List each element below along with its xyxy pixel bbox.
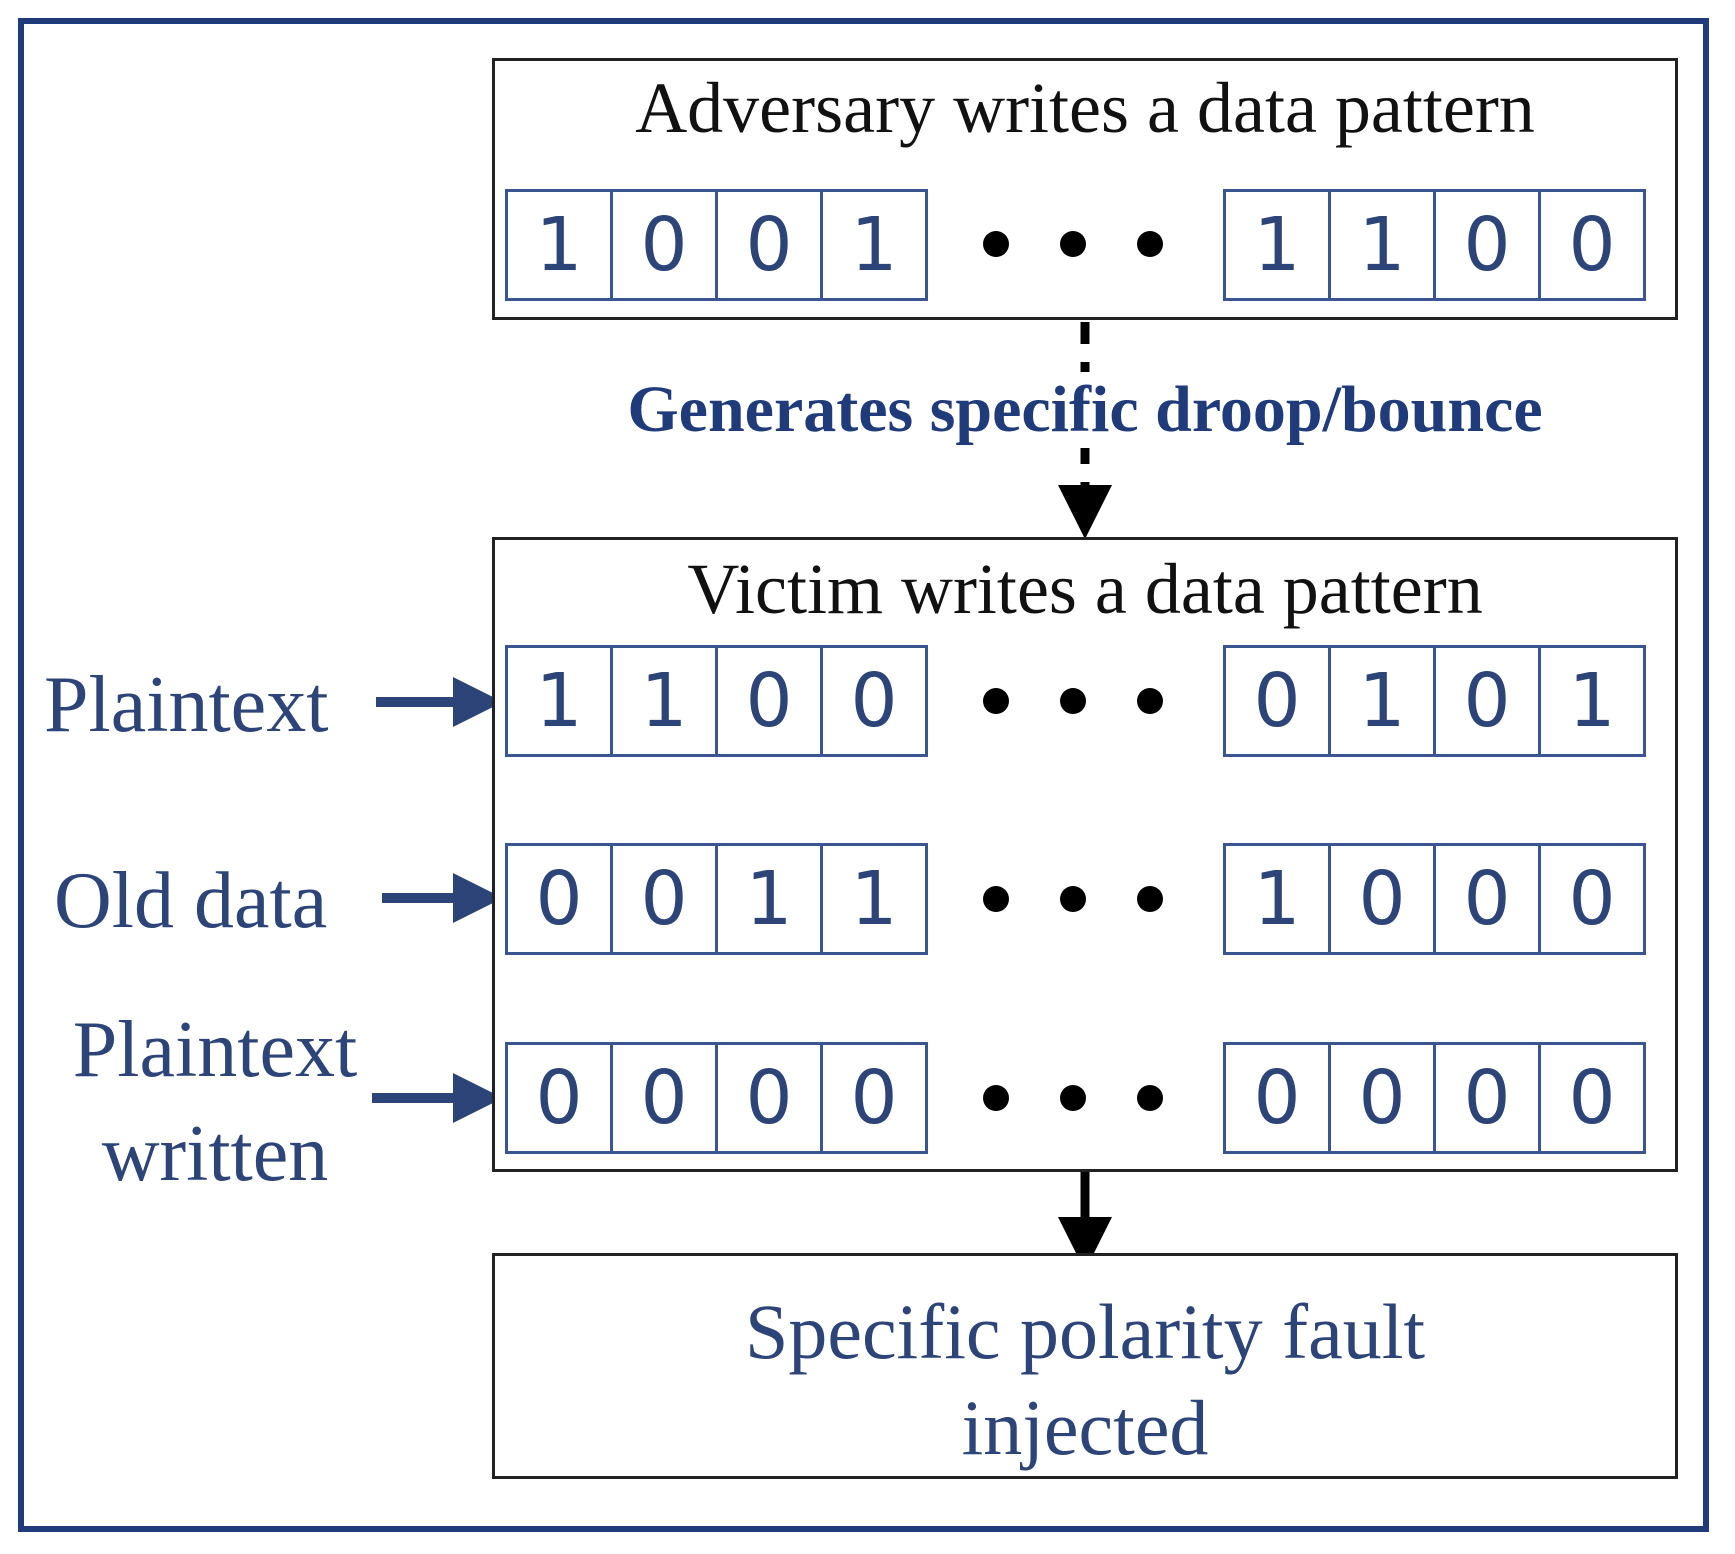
old-data-bit: 1	[820, 843, 928, 955]
adversary-bit: 1	[820, 189, 928, 301]
old-data-ellipsis	[983, 886, 1163, 912]
plaintext-bit: 0	[715, 645, 823, 757]
written-bit: 0	[715, 1042, 823, 1154]
adversary-title: Adversary writes a data pattern	[635, 68, 1535, 148]
old-data-left-cells: 0 0 1 1	[505, 843, 928, 955]
result-line2: injected	[961, 1384, 1209, 1471]
old-data-bit: 1	[715, 843, 823, 955]
adversary-bit: 0	[1538, 189, 1646, 301]
written-bit: 0	[820, 1042, 928, 1154]
result-text: Specific polarity fault injected	[495, 1284, 1675, 1476]
plaintext-written-label: Plaintext written	[50, 998, 380, 1206]
ellipsis-dot	[1137, 1085, 1163, 1111]
old-data-bit: 0	[1433, 843, 1541, 955]
ellipsis-dot	[1060, 1085, 1086, 1111]
written-bit: 0	[1328, 1042, 1436, 1154]
plaintext-ellipsis	[983, 688, 1163, 714]
plaintext-bit: 0	[820, 645, 928, 757]
plaintext-label: Plaintext	[44, 661, 329, 749]
plaintext-bit: 1	[505, 645, 613, 757]
ellipsis-dot	[1137, 886, 1163, 912]
adversary-ellipsis	[983, 231, 1163, 257]
written-left-cells: 0 0 0 0	[505, 1042, 928, 1154]
old-data-label: Old data	[54, 857, 328, 945]
old-data-bit: 0	[610, 843, 718, 955]
ellipsis-dot	[983, 688, 1009, 714]
ellipsis-dot	[983, 886, 1009, 912]
written-right-cells: 0 0 0 0	[1223, 1042, 1646, 1154]
written-bit: 0	[1223, 1042, 1331, 1154]
result-box: Specific polarity fault injected	[492, 1253, 1678, 1479]
old-data-bit: 0	[1328, 843, 1436, 955]
written-bit: 0	[1538, 1042, 1646, 1154]
adversary-bit: 1	[1328, 189, 1436, 301]
old-data-bit: 0	[505, 843, 613, 955]
plaintext-bit: 0	[1433, 645, 1541, 757]
plaintext-bit: 1	[610, 645, 718, 757]
plaintext-bit: 1	[1538, 645, 1646, 757]
adversary-right-cells: 1 1 0 0	[1223, 189, 1646, 301]
ellipsis-dot	[1137, 231, 1163, 257]
plaintext-left-cells: 1 1 0 0	[505, 645, 928, 757]
plaintext-right-cells: 0 1 0 1	[1223, 645, 1646, 757]
victim-title: Victim writes a data pattern	[687, 549, 1483, 629]
plaintext-written-line1: Plaintext	[72, 1006, 358, 1094]
plaintext-bit: 0	[1223, 645, 1331, 757]
written-bit: 0	[610, 1042, 718, 1154]
adversary-bit: 0	[715, 189, 823, 301]
adversary-bit: 1	[505, 189, 613, 301]
ellipsis-dot	[1137, 688, 1163, 714]
result-line1: Specific polarity fault	[744, 1288, 1426, 1375]
old-data-bit: 0	[1538, 843, 1646, 955]
old-data-bit: 1	[1223, 843, 1331, 955]
adversary-bit: 1	[1223, 189, 1331, 301]
written-bit: 0	[1433, 1042, 1541, 1154]
ellipsis-dot	[1060, 688, 1086, 714]
droop-bounce-label: Generates specific droop/bounce	[495, 372, 1675, 448]
plaintext-written-line2: written	[101, 1110, 329, 1198]
written-bit: 0	[505, 1042, 613, 1154]
ellipsis-dot	[1060, 886, 1086, 912]
ellipsis-dot	[1060, 231, 1086, 257]
adversary-bit: 0	[610, 189, 718, 301]
plaintext-bit: 1	[1328, 645, 1436, 757]
ellipsis-dot	[983, 1085, 1009, 1111]
ellipsis-dot	[983, 231, 1009, 257]
adversary-left-cells: 1 0 0 1	[505, 189, 928, 301]
written-ellipsis	[983, 1085, 1163, 1111]
old-data-right-cells: 1 0 0 0	[1223, 843, 1646, 955]
